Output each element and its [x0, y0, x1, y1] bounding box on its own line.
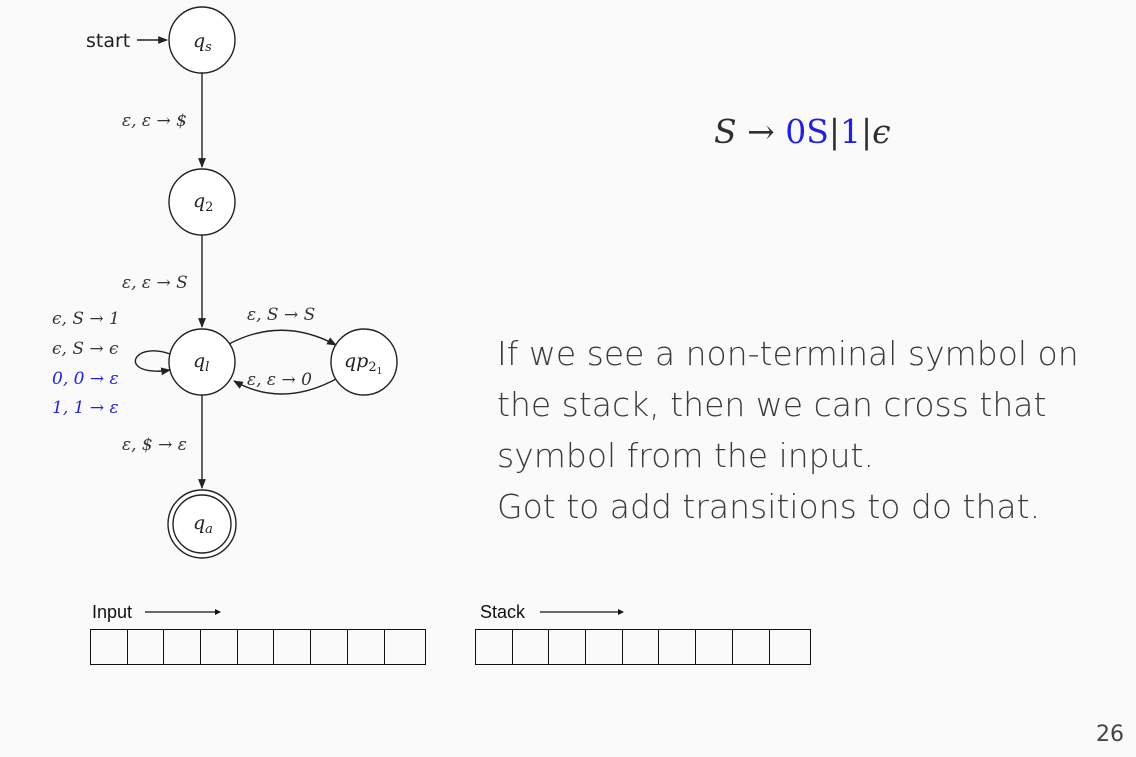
stack-tape-cell — [476, 630, 513, 664]
stack-tape-arrow — [540, 609, 624, 615]
grammar-lhs: S — [714, 112, 737, 151]
start-label: start — [86, 30, 130, 52]
input-tape-cell — [311, 630, 348, 664]
input-tape-label: Input — [92, 602, 133, 622]
edge-qs-q2-label: ε, ε → $ — [122, 111, 187, 131]
explanation-line-2: the stack, then we can cross that — [497, 385, 1047, 424]
edge-ql-qp-label: ε, S → S — [247, 305, 315, 325]
input-tape-cell — [274, 630, 312, 664]
state-qs: qs — [168, 6, 236, 74]
svg-text:qp21: qp21 — [344, 350, 382, 377]
state-qa-sub: a — [205, 522, 213, 537]
state-qs-name: q — [193, 30, 205, 52]
input-tape-arrow — [145, 609, 221, 615]
grammar-bar-2: | — [861, 112, 873, 151]
svg-text:qs: qs — [193, 30, 212, 55]
state-q2-sub: 2 — [205, 200, 213, 215]
explanation-text: If we see a non-terminal symbol on the s… — [497, 328, 1127, 532]
input-tape-cell — [238, 630, 275, 664]
edge-ql-self-loop — [134, 350, 171, 376]
edge-ql-qa-label: ε, $ → ε — [122, 435, 187, 455]
edge-q2-ql-label: ε, ε → S — [122, 273, 188, 293]
stack-tape-cell — [733, 630, 770, 664]
stack-tape-cell — [586, 630, 623, 664]
state-qp-subsub: 1 — [377, 367, 383, 377]
explanation-line-3: symbol from the input. — [497, 436, 874, 475]
state-qp-sub: 2 — [368, 360, 376, 375]
stack-tape-cell — [549, 630, 587, 664]
state-ql-name: q — [193, 350, 205, 372]
explanation-line-1: If we see a non-terminal symbol on — [497, 334, 1079, 373]
explanation-line-4: Got to add transitions to do that. — [497, 487, 1041, 526]
grammar-rule: S → 0S|1|ϵ — [714, 112, 891, 151]
input-tape-cell — [385, 630, 422, 664]
self-loop-label-2: ϵ, S → ϵ — [52, 339, 119, 359]
grammar-rhs-epsilon: ϵ — [872, 112, 891, 151]
input-tape-cell — [128, 630, 165, 664]
stack-tape-cell — [513, 630, 550, 664]
state-ql: ql — [168, 328, 236, 396]
self-loop-label-1: ϵ, S → 1 — [52, 309, 120, 329]
state-q2: q2 — [168, 168, 236, 236]
state-ql-sub: l — [205, 360, 209, 375]
svg-text:q2: q2 — [193, 190, 213, 215]
self-loop-label-3: 0, 0 → ε — [52, 369, 119, 389]
stack-tape-cell — [770, 630, 807, 664]
input-tape-cell — [348, 630, 385, 664]
edge-qp-ql-label: ε, ε → 0 — [247, 370, 312, 390]
input-tape-cell — [201, 630, 238, 664]
grammar-bar-1: | — [828, 112, 840, 151]
state-qa-name: q — [193, 512, 205, 534]
self-loop-label-4: 1, 1 → ε — [52, 398, 119, 418]
input-tape-cell — [164, 630, 202, 664]
grammar-rhs-1: 1 — [840, 112, 861, 151]
grammar-rhs-0s: 0S — [785, 112, 829, 151]
state-qa-accepting: qa — [167, 489, 237, 559]
state-q2-name: q — [193, 190, 205, 212]
state-qp-name: qp — [344, 350, 368, 372]
stack-tape-cell — [623, 630, 660, 664]
state-qp21: qp21 — [330, 328, 398, 396]
page-number: 26 — [1096, 722, 1124, 747]
input-tape — [90, 629, 426, 665]
stack-tape-cell — [696, 630, 733, 664]
stack-tape-label: Stack — [480, 602, 526, 622]
stack-tape — [475, 629, 811, 665]
edge-ql-qp — [228, 329, 337, 346]
pda-state-diagram: start qs q2 ql qp21 qa ε, ε → $ ε, ε → S… — [52, 6, 398, 559]
input-tape-cell — [91, 630, 128, 664]
edge-qp-ql — [233, 378, 337, 395]
svg-text:ql: ql — [193, 350, 209, 375]
grammar-arrow: → — [747, 112, 775, 151]
svg-text:qa: qa — [193, 512, 213, 537]
state-qs-sub: s — [205, 40, 212, 55]
stack-tape-cell — [659, 630, 697, 664]
